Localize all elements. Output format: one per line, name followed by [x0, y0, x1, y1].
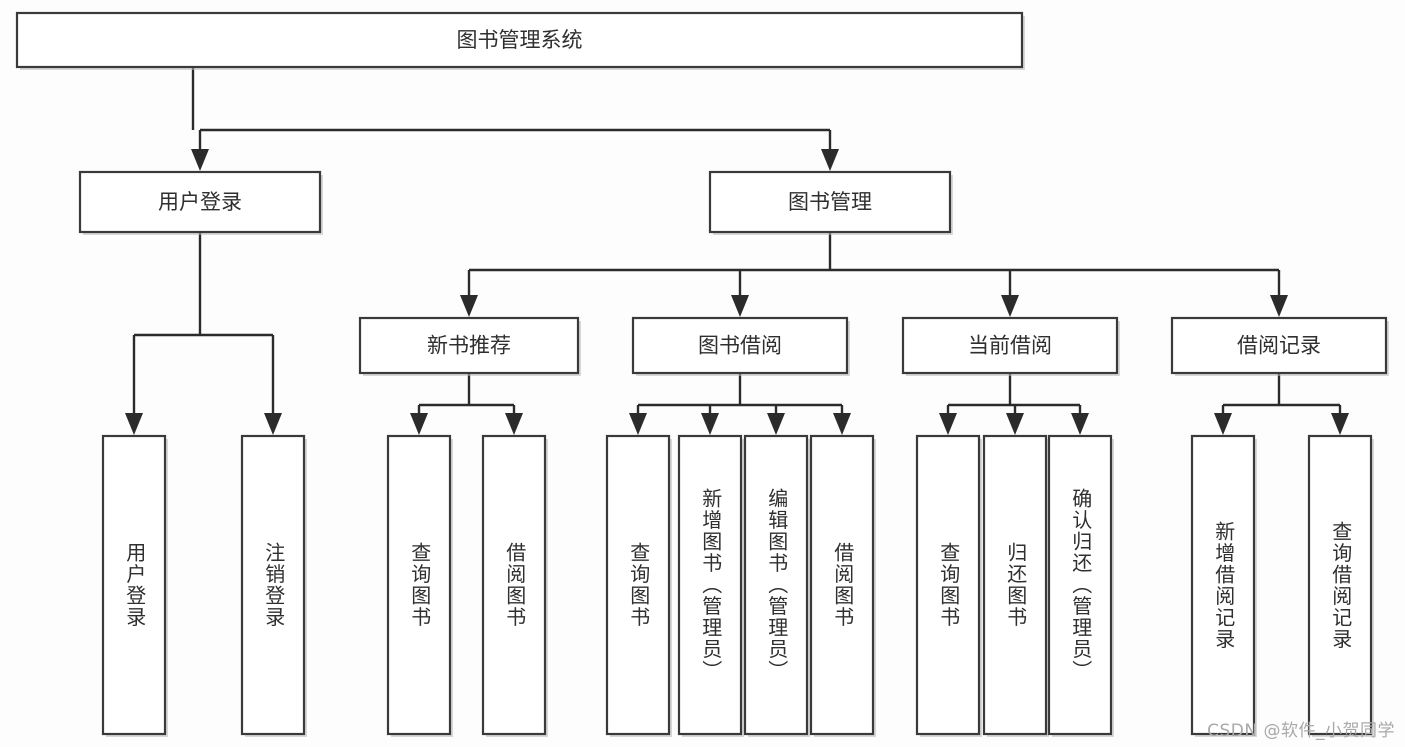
arrow-head-icon	[1071, 413, 1089, 435]
node-root-label: 图书管理系统	[457, 28, 583, 52]
node-level2-label-borrow-record: 借阅记录	[1237, 334, 1321, 358]
node-leaf-box-leaf-user-login[interactable]	[101, 434, 167, 736]
node-level1-label-user-login: 用户登录	[158, 190, 242, 214]
node-leaf-box-leaf-borrow-book-2[interactable]	[809, 434, 875, 736]
node-leaf-box-leaf-borrow-book-1[interactable]	[481, 434, 547, 736]
arrow-head-icon	[1270, 295, 1288, 317]
arrow-head-icon	[629, 413, 647, 435]
arrow-head-icon	[1006, 413, 1024, 435]
node-leaf-box-leaf-query-book-3[interactable]	[915, 434, 981, 736]
arrow-head-icon	[833, 413, 851, 435]
node-level2-box-borrow-record[interactable]	[1170, 316, 1388, 375]
node-level1-box-book-manage[interactable]	[708, 170, 952, 234]
arrow-head-icon	[1331, 413, 1349, 435]
node-leaf-box-leaf-add-borrow-record[interactable]	[1190, 434, 1256, 736]
arrow-head-icon	[1214, 413, 1232, 435]
arrow-head-icon	[264, 413, 282, 435]
arrow-head-icon	[191, 149, 209, 171]
node-level2-label-new-book-recommend: 新书推荐	[427, 334, 511, 358]
node-level2-box-book-borrow[interactable]	[631, 316, 849, 375]
connectors-layer	[125, 67, 1349, 435]
arrow-head-icon	[460, 295, 478, 317]
node-leaf-box-leaf-query-book-1[interactable]	[386, 434, 452, 736]
node-leaf-box-leaf-add-book-admin[interactable]	[677, 434, 743, 736]
arrow-head-icon	[505, 413, 523, 435]
node-leaf-box-leaf-logout-login[interactable]	[240, 434, 306, 736]
node-level1-label-book-manage: 图书管理	[788, 190, 872, 214]
arrow-head-icon	[767, 413, 785, 435]
arrow-head-icon	[731, 295, 749, 317]
node-leaf-box-leaf-query-borrow-record[interactable]	[1307, 434, 1373, 736]
arrow-head-icon	[125, 413, 143, 435]
node-level2-box-current-borrow[interactable]	[901, 316, 1119, 375]
arrow-head-icon	[701, 413, 719, 435]
node-root-box[interactable]	[15, 11, 1024, 69]
arrow-head-icon	[410, 413, 428, 435]
arrow-head-icon	[939, 413, 957, 435]
node-level2-label-current-borrow: 当前借阅	[968, 334, 1052, 358]
node-leaf-box-leaf-query-book-2[interactable]	[605, 434, 671, 736]
node-leaf-box-leaf-edit-book-admin[interactable]	[743, 434, 809, 736]
node-leaf-box-leaf-return-book[interactable]	[982, 434, 1048, 736]
node-leaf-box-leaf-confirm-return-admin[interactable]	[1047, 434, 1113, 736]
arrow-head-icon	[821, 149, 839, 171]
node-level2-label-book-borrow: 图书借阅	[698, 334, 782, 358]
boxes-layer	[15, 11, 1389, 737]
watermark: CSDN @软件_小贺同学	[1207, 721, 1395, 741]
node-level1-box-user-login[interactable]	[78, 170, 322, 234]
arrow-head-icon	[1001, 295, 1019, 317]
node-level2-box-new-book-recommend[interactable]	[358, 316, 580, 375]
